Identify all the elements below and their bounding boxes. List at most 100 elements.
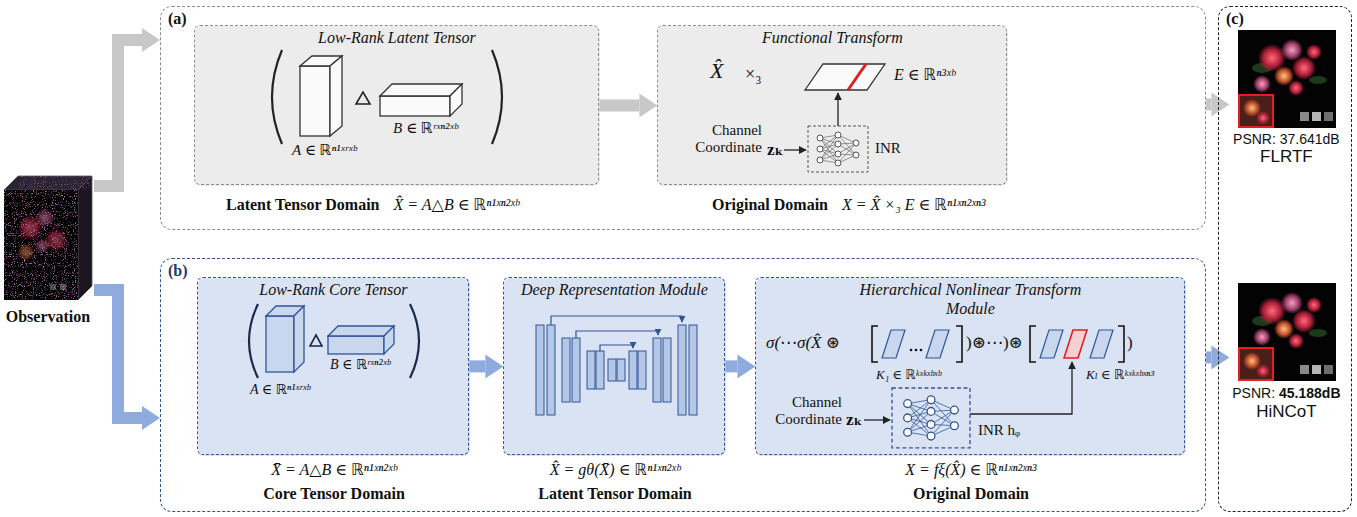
domain-name: Latent Tensor Domain — [538, 485, 692, 503]
tensor-illustration — [380, 96, 450, 116]
unet-illustration — [608, 359, 616, 381]
unet-illustration — [638, 351, 646, 389]
unet-illustration — [617, 359, 625, 381]
nonlinear-transform-illustration — [910, 349, 923, 352]
result-image — [1300, 112, 1309, 121]
box-fill — [756, 278, 1186, 456]
domain-name: Original Domain — [712, 196, 828, 214]
network-label: INR — [875, 140, 901, 157]
tensor-illustration — [492, 50, 502, 144]
kernel-label: Kₗ ∈ ℝᵏˣᵏˣᵇˣⁿ³ — [1086, 368, 1154, 383]
module-box: Deep Representation Module — [503, 277, 725, 455]
observation-cube — [4, 176, 92, 190]
result-image — [1256, 111, 1270, 125]
result-image — [1288, 80, 1304, 96]
box-title: Low-Rank Latent Tensor — [318, 29, 476, 47]
result-image — [1306, 44, 1322, 60]
unet-illustration — [551, 316, 682, 325]
core-tensor-illustration — [328, 336, 384, 354]
observation-cube — [4, 190, 78, 300]
tensor-illustration — [356, 92, 370, 104]
flow-arrow — [1206, 351, 1211, 363]
flow-arrow — [469, 360, 485, 372]
input-image: Observation — [2, 172, 94, 344]
core-tensor-illustration — [249, 304, 258, 378]
domain-name: Latent Tensor Domain — [226, 196, 380, 214]
unet-illustration — [678, 325, 686, 415]
kernel-label: K₁ ∈ ℝᵏˣᵏˣᵇˣᵇ — [876, 368, 941, 383]
result-caption: PSNR: 37.641dB — [1233, 131, 1340, 147]
box-fill — [504, 278, 726, 456]
result-image — [1239, 95, 1273, 127]
shape-label: B ∈ ℝʳˣⁿ²ˣᵇ — [330, 357, 390, 373]
flow-arrow — [94, 40, 142, 186]
result-image: PSNR:45.188dBHiNCoT — [1229, 282, 1343, 432]
nonlinear-transform-illustration — [915, 349, 918, 352]
result-image — [1238, 30, 1336, 128]
tensor-illustration — [272, 50, 282, 144]
observation-cube — [78, 176, 92, 300]
tensor-illustration — [300, 66, 330, 136]
result-image — [1324, 112, 1333, 121]
nonlinear-transform-illustration — [882, 330, 905, 358]
transform-illustration — [784, 149, 806, 150]
connector-group — [94, 40, 1211, 418]
panel-tag: (a) — [168, 10, 187, 28]
unet-illustration — [587, 351, 595, 389]
domain-formula: X = X̂ ×₃ E ∈ ℝⁿ¹ˣⁿ²ˣⁿ³ — [842, 196, 986, 214]
unet-illustration — [689, 325, 697, 415]
unet-illustration — [551, 316, 682, 351]
observation-cube — [4, 176, 92, 300]
core-tensor-illustration — [328, 326, 394, 336]
image-caption: Observation — [6, 308, 90, 326]
nonlinear-transform-illustration — [1064, 330, 1087, 358]
nonlinear-transform-illustration — [872, 326, 1124, 362]
network-label: INR hᵩ — [978, 422, 1020, 439]
box-fill — [658, 26, 1008, 186]
unet-illustration — [653, 338, 661, 402]
flow-arrow — [725, 360, 737, 372]
observation-cube — [4, 190, 78, 300]
nonlinear-transform-illustration — [956, 326, 962, 362]
result-caption: PSNR: — [1232, 385, 1275, 401]
box-fill — [198, 278, 470, 456]
coordinate-symbol: zₖ — [846, 410, 862, 430]
shape-label: E ∈ ℝⁿ³ˣᵇ — [894, 66, 955, 84]
result-image — [1238, 30, 1336, 128]
tensor-illustration — [380, 84, 462, 96]
box-title: Deep Representation Module — [521, 281, 708, 299]
core-tensor-illustration — [294, 306, 304, 372]
domain-formula: X̄ = A△B ∈ ℝⁿ¹ˣⁿ²ˣᵇ — [271, 461, 397, 479]
unet-illustration — [562, 338, 570, 402]
transform-illustration — [808, 126, 868, 172]
nonlinear-transform-illustration — [882, 330, 1113, 358]
shape-label: A ∈ ℝⁿ¹ˣʳˣᵇ — [292, 142, 356, 159]
unet-illustration — [600, 345, 633, 351]
result-caption: HiNCoT — [1256, 402, 1316, 422]
math-formula: )⊛⋯)⊛ — [966, 333, 1023, 353]
core-tensor-illustration — [410, 304, 419, 378]
box-fill — [195, 26, 600, 186]
observation-cube — [18, 176, 92, 190]
nonlinear-transform-illustration — [920, 349, 923, 352]
nonlinear-transform-illustration — [1118, 326, 1124, 362]
flow-arrow — [1206, 98, 1211, 110]
shape-label: B ∈ ℝʳˣⁿ²ˣᵇ — [393, 120, 458, 137]
math-symbol: ×₃ — [745, 64, 761, 85]
module-box: Functional Transform — [657, 25, 1007, 185]
nonlinear-transform-illustration — [892, 388, 970, 448]
unet-illustration — [663, 338, 671, 402]
panel-tag: (c) — [1226, 10, 1244, 28]
nonlinear-transform-illustration — [970, 362, 1072, 414]
shape-label: A ∈ ℝⁿ¹ˣʳˣᵇ — [250, 382, 310, 398]
module-box: Hierarchical Nonlinear Transform Module — [755, 277, 1185, 455]
core-tensor-illustration — [384, 326, 394, 354]
unet-illustration — [536, 325, 697, 415]
tensor-illustration — [330, 56, 342, 136]
module-box: Low-Rank Latent Tensor — [194, 25, 599, 185]
nonlinear-transform-illustration — [864, 326, 1124, 448]
results-panel: (c)PSNR: 37.641dBFLRTFPSNR:45.188dBHiNCo… — [1218, 6, 1352, 512]
unet-illustration — [536, 325, 544, 415]
nonlinear-transform-illustration — [864, 419, 890, 420]
